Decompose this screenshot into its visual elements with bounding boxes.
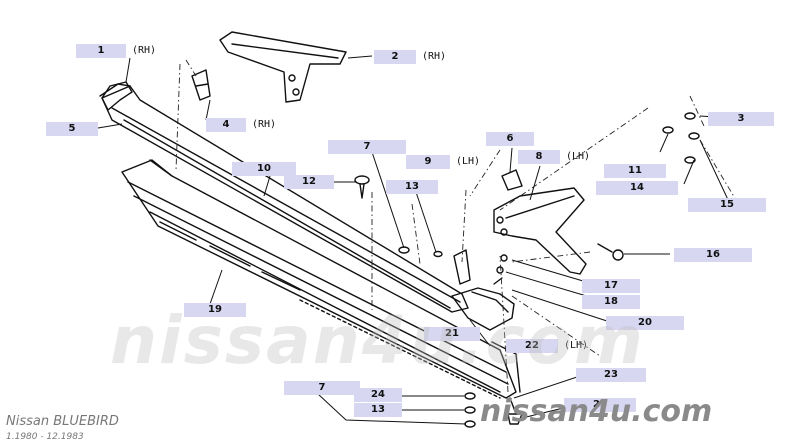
callout-14[interactable]: 14 (596, 181, 678, 195)
bolt-16 (597, 243, 624, 261)
callout-24[interactable]: 24 (354, 388, 402, 402)
model-caption: Nissan BLUEBIRD (6, 414, 119, 429)
callout-4[interactable]: 4 (206, 118, 246, 132)
callout-8[interactable]: 8 (518, 150, 560, 164)
callout-10[interactable]: 10 (232, 162, 296, 176)
end-cap-1 (101, 81, 133, 111)
callout-9-side: (LH) (456, 156, 481, 167)
callout-2-side: (RH) (422, 51, 447, 62)
years-caption: 1.1980 - 12.1983 (6, 432, 84, 442)
bolt-18 (496, 266, 504, 274)
callout-6[interactable]: 6 (486, 132, 534, 146)
bolt-25 (507, 397, 523, 425)
callout-17[interactable]: 17 (582, 279, 640, 293)
clip-21 (453, 249, 471, 285)
callout-9[interactable]: 9 (406, 155, 450, 169)
bracket-2 (219, 31, 347, 103)
callout-1-side: (RH) (132, 45, 157, 56)
washer-7b (464, 420, 476, 428)
watermark-large: nissan4u.com (110, 302, 645, 379)
callout-12[interactable]: 12 (284, 175, 334, 189)
washer-3b (688, 132, 700, 140)
callout-16[interactable]: 16 (674, 248, 752, 262)
callout-22[interactable]: 22 (506, 339, 558, 353)
bumper-bar-10 (99, 83, 469, 313)
watermark-corner: nissan4u.com (480, 394, 713, 429)
end-cap-22 (451, 287, 515, 331)
callout-13-lower[interactable]: 13 (354, 403, 402, 417)
callout-2[interactable]: 2 (374, 50, 416, 64)
washer-15 (684, 156, 696, 164)
callout-5[interactable]: 5 (46, 122, 98, 136)
callout-20[interactable]: 20 (606, 316, 684, 330)
bracket-8 (493, 187, 587, 275)
washer-13b (464, 406, 476, 414)
callout-1[interactable]: 1 (76, 44, 126, 58)
callout-7-upper[interactable]: 7 (328, 140, 406, 154)
callout-21[interactable]: 21 (424, 327, 480, 341)
washer-24 (464, 392, 476, 400)
callout-7-lower[interactable]: 7 (284, 381, 360, 395)
callout-22-side: (LH) (564, 340, 589, 351)
clip-6 (501, 169, 523, 191)
callout-18[interactable]: 18 (582, 295, 640, 309)
callout-23[interactable]: 23 (576, 368, 646, 382)
callout-11[interactable]: 11 (604, 164, 666, 178)
callout-4-side: (RH) (252, 119, 277, 130)
callout-3[interactable]: 3 (708, 112, 774, 126)
callout-19[interactable]: 19 (184, 303, 246, 317)
callout-13-upper[interactable]: 13 (386, 180, 438, 194)
clip-4 (191, 69, 211, 101)
bolt-17 (500, 254, 508, 262)
washer-11 (662, 126, 674, 134)
washer-13a (433, 250, 443, 258)
bolt-12 (354, 175, 370, 199)
callout-15[interactable]: 15 (688, 198, 766, 212)
washer-3a (684, 112, 696, 120)
assembly-lines (175, 59, 743, 393)
callout-25[interactable]: 25 (564, 398, 636, 412)
callout-8-side: (LH) (566, 151, 591, 162)
